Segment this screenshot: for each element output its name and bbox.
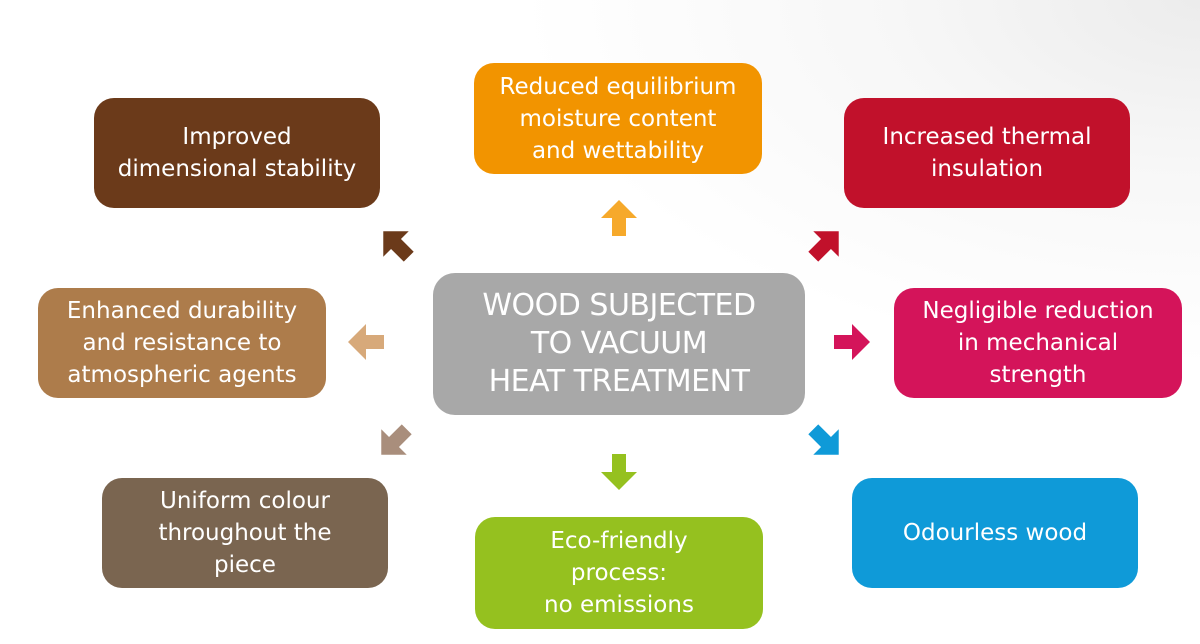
box-thermal-insulation-label: Increased thermal insulation <box>882 124 1092 182</box>
box-moisture-content: Reduced equilibrium moisture content and… <box>474 63 762 174</box>
arrow-down-left-icon <box>366 414 423 471</box>
box-dimensional-stability: Improved dimensional stability <box>94 98 380 208</box>
arrow-down-right-icon <box>798 414 855 471</box>
box-uniform-colour: Uniform colour throughout the piece <box>102 478 388 588</box>
box-mechanical-strength-label: Negligible reduction in mechanical stren… <box>922 298 1154 388</box>
box-uniform-colour-label: Uniform colour throughout the piece <box>158 488 332 578</box>
box-eco-friendly-label: Eco-friendly process: no emissions <box>544 528 694 618</box>
box-thermal-insulation: Increased thermal insulation <box>844 98 1130 208</box>
box-mechanical-strength: Negligible reduction in mechanical stren… <box>894 288 1182 398</box>
box-durability: Enhanced durability and resistance to at… <box>38 288 326 398</box>
box-durability-label: Enhanced durability and resistance to at… <box>66 298 298 388</box>
box-odourless-label: Odourless wood <box>902 520 1088 546</box>
box-dimensional-stability-label: Improved dimensional stability <box>117 124 357 182</box>
arrow-up-icon <box>599 198 639 238</box>
arrow-up-left-icon <box>368 216 425 273</box>
arrow-right-icon <box>832 322 872 362</box>
box-eco-friendly: Eco-friendly process: no emissions <box>475 517 763 629</box>
box-odourless: Odourless wood <box>852 478 1138 588</box>
arrow-up-right-icon <box>798 216 855 273</box>
box-moisture-content-label: Reduced equilibrium moisture content and… <box>499 73 737 164</box>
center-label: WOOD SUBJECTED TO VACUUM HEAT TREATMENT <box>482 288 756 399</box>
center-node: WOOD SUBJECTED TO VACUUM HEAT TREATMENT <box>433 273 805 415</box>
arrow-left-icon <box>346 322 386 362</box>
arrow-down-icon <box>599 452 639 492</box>
